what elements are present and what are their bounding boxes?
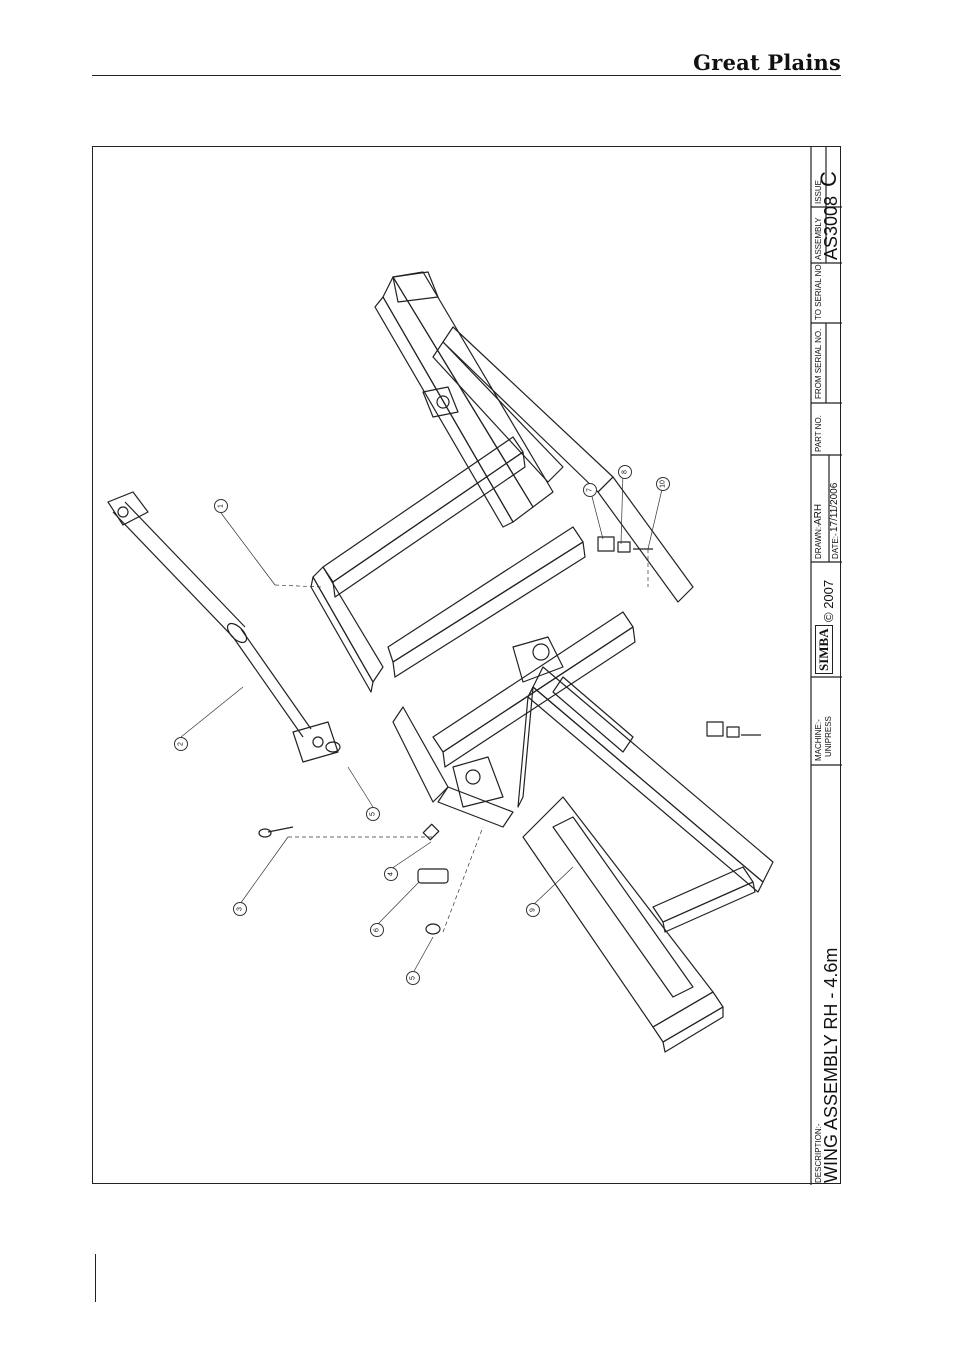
callout-4: 4	[384, 867, 398, 881]
to-serial-label: TO SERIAL NO.	[814, 262, 823, 320]
drawn-label: DRAWN:-	[814, 524, 823, 559]
callout-7: 7	[583, 483, 597, 497]
machine-label: MACHINE:-	[814, 719, 823, 761]
description-value: WING ASSEMBLY RH - 4.6m	[821, 948, 842, 1183]
copyright: © 2007	[821, 580, 836, 622]
callout-10: 10	[656, 477, 670, 491]
exploded-assembly-drawing	[93, 147, 842, 1185]
drawn-value: ARH	[813, 504, 824, 525]
callout-1: 1	[214, 499, 228, 513]
issue-value: C	[816, 171, 842, 187]
header-rule	[92, 75, 841, 76]
callout-5-lower: 5	[406, 971, 420, 985]
callout-2: 2	[174, 737, 188, 751]
callout-3: 3	[233, 902, 247, 916]
date-value: 17/11/2006	[829, 483, 840, 532]
callout-8: 8	[618, 465, 632, 479]
callout-5-upper: 5	[366, 807, 380, 821]
part-no-label: PART NO.	[814, 415, 823, 452]
callout-9: 9	[526, 903, 540, 917]
from-serial-label: FROM SERIAL NO.	[814, 329, 823, 399]
footer-rule	[95, 1254, 96, 1302]
machine-value: UNIPRESS	[824, 716, 833, 757]
simba-logo: SIMBA	[815, 625, 833, 674]
callout-6: 6	[370, 923, 384, 937]
assembly-value: AS3008	[821, 196, 842, 260]
brand-logo: Great Plains	[693, 50, 841, 75]
drawing-sheet: 1 2 3 5 4 6 5 9 7 8 10 DESCRIPTION:- WIN…	[92, 146, 841, 1184]
date-label: DATE:-	[831, 533, 840, 559]
